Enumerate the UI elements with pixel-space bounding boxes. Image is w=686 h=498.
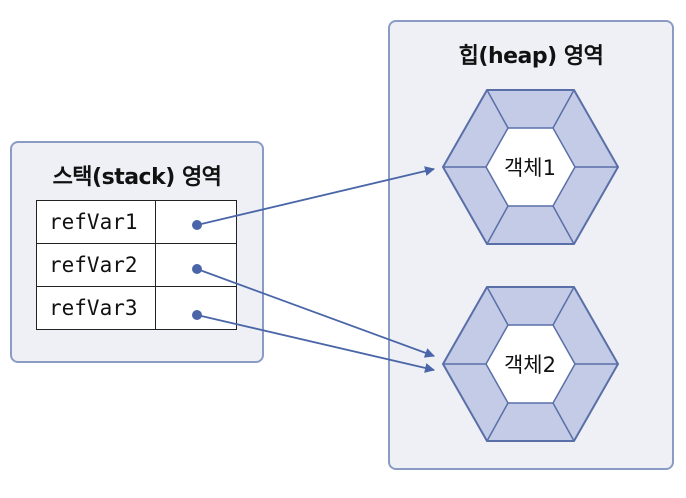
variable-name-refvar3: refVar3	[36, 286, 156, 330]
stack-variable-table: refVar1 refVar2 refVar3	[36, 200, 237, 330]
heap-area-panel: 힙(heap) 영역	[388, 20, 674, 470]
reference-cell-refvar3	[155, 286, 237, 330]
stack-area-title: 스택(stack) 영역	[52, 165, 222, 190]
variable-name-refvar2: refVar2	[36, 243, 156, 287]
stack-row-refvar3: refVar3	[36, 286, 237, 330]
stack-row-refvar1: refVar1	[36, 200, 237, 244]
variable-name-refvar1: refVar1	[36, 200, 156, 244]
reference-cell-refvar2	[155, 243, 237, 287]
reference-cell-refvar1	[155, 200, 237, 244]
heap-area-title: 힙(heap) 영역	[458, 44, 604, 69]
stack-row-refvar2: refVar2	[36, 243, 237, 287]
